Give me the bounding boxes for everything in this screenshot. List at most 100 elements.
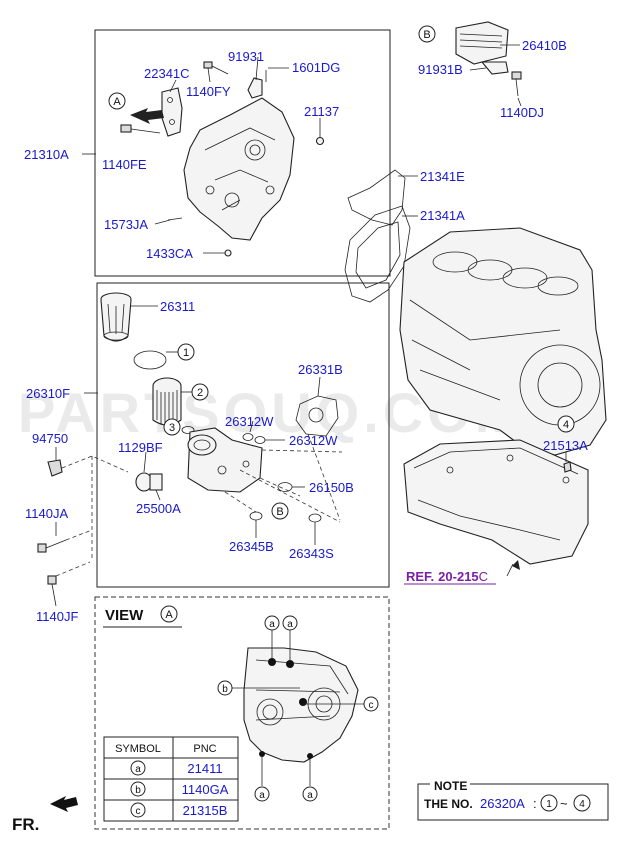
marker-b-mid: B <box>276 506 283 518</box>
timing-cover-drawing <box>183 97 295 241</box>
sensor-91931 <box>247 70 267 99</box>
marker-a-2: a <box>287 619 293 630</box>
label-1140ja[interactable]: 1140JA <box>25 506 68 521</box>
oil-cooler-26410b <box>455 21 522 97</box>
note-from: 1 <box>546 799 552 810</box>
view-title: VIEW <box>105 607 144 624</box>
bolt-1140fe <box>120 124 161 134</box>
o-ring-1 <box>133 350 167 370</box>
marker-b-top: B <box>423 29 430 41</box>
label-91931[interactable]: 91931 <box>228 49 264 64</box>
label-26311[interactable]: 26311 <box>160 299 195 314</box>
label-21137[interactable]: 21137 <box>304 104 339 119</box>
label-94750[interactable]: 94750 <box>32 431 68 446</box>
label-26312w-a[interactable]: 26312W <box>225 414 274 429</box>
symbol-table <box>103 736 239 822</box>
label-1601dg[interactable]: 1601DG <box>292 60 340 75</box>
note-to: 4 <box>579 799 585 810</box>
front-arrow-icon <box>50 796 78 812</box>
label-1573ja[interactable]: 1573JA <box>104 217 148 232</box>
label-26331b[interactable]: 26331B <box>298 362 343 377</box>
label-21341a[interactable]: 21341A <box>420 208 465 223</box>
view-a-box <box>94 596 390 830</box>
marker-b-view: b <box>222 684 228 695</box>
leaders-middle <box>55 392 316 545</box>
front-label: FR. <box>12 815 39 834</box>
label-26312w-b[interactable]: 26312W <box>289 433 338 448</box>
view-direction-arrow <box>130 108 164 124</box>
sensor-94750 <box>47 447 63 477</box>
oil-filter-group-box <box>96 282 390 588</box>
valve-1129bf <box>135 472 163 492</box>
label-26150b[interactable]: 26150B <box>309 480 354 495</box>
label-21513a[interactable]: 21513A <box>543 438 588 453</box>
ref-suffix: C <box>479 569 488 584</box>
engine-block <box>399 227 607 456</box>
gasket-21341e <box>347 169 406 226</box>
leaders-view <box>232 630 364 786</box>
table-row-pnc[interactable]: 21315B <box>183 803 228 818</box>
note-part[interactable]: 26320A <box>480 796 525 811</box>
timing-cover-group-box <box>94 29 391 277</box>
table-row-symbol: a <box>135 764 141 775</box>
filter-housing-25500a <box>187 427 263 493</box>
marker-4: 4 <box>563 419 569 431</box>
pin-1573ja <box>167 217 183 221</box>
label-26343s[interactable]: 26343S <box>289 546 334 561</box>
label-25500a[interactable]: 25500A <box>136 501 181 516</box>
label-21341e[interactable]: 21341E <box>420 169 465 184</box>
label-21310a[interactable]: 21310A <box>24 147 69 162</box>
marker-a-3: a <box>259 790 265 801</box>
plug-21137 <box>315 136 325 146</box>
note-box <box>417 783 609 821</box>
ref-link[interactable]: REF.20-215C <box>406 569 488 584</box>
o-ring-3 <box>181 426 195 434</box>
o-ring-26343s <box>308 513 322 523</box>
o-ring-26312w-a <box>242 433 254 441</box>
marker-1: 1 <box>183 347 189 359</box>
bolt-1140ja <box>37 539 67 553</box>
leaders-top <box>82 56 321 254</box>
marker-3: 3 <box>169 422 175 434</box>
assembly-dashed-lines <box>55 433 343 577</box>
table-row-symbol: b <box>135 785 141 796</box>
table-row-symbol: c <box>136 806 141 817</box>
marker-a-top: A <box>113 96 121 108</box>
label-1140dj[interactable]: 1140DJ <box>500 105 544 120</box>
marker-2: 2 <box>197 387 203 399</box>
note-prefix: THE NO. <box>424 797 473 811</box>
table-header-symbol: SYMBOL <box>115 743 161 755</box>
marker-c-view: c <box>369 700 374 711</box>
marker-a-4: a <box>307 790 313 801</box>
gasket-26331b <box>295 395 339 437</box>
o-ring-26345b <box>249 511 263 521</box>
label-1433ca[interactable]: 1433CA <box>146 246 193 261</box>
marker-a-view: A <box>165 609 173 621</box>
bolt-1140fy <box>203 61 213 83</box>
drain-plug-21513a <box>563 461 572 473</box>
plug-1433ca <box>224 249 232 257</box>
label-1140fy[interactable]: 1140FY <box>186 84 231 99</box>
marker-a-1: a <box>269 619 275 630</box>
note-tilde: ~ <box>560 796 568 811</box>
note-title: NOTE <box>434 779 467 793</box>
table-row-pnc[interactable]: 1140GA <box>182 782 229 797</box>
markers <box>108 25 591 818</box>
part-labels: 26410B 91931B 1140DJ 91931 1601DG 22341C… <box>24 38 588 624</box>
label-26345b[interactable]: 26345B <box>229 539 274 554</box>
label-26310f[interactable]: 26310F <box>26 386 70 401</box>
label-22341c[interactable]: 22341C <box>144 66 190 81</box>
filter-element-2 <box>152 377 182 426</box>
label-91931b[interactable]: 91931B <box>418 62 463 77</box>
ref-prefix: REF. <box>406 569 434 584</box>
note-colon: : <box>533 796 537 811</box>
label-1140jf[interactable]: 1140JF <box>36 609 78 624</box>
gasket-21341a <box>344 205 411 303</box>
oil-pan <box>403 439 589 565</box>
label-1140fe[interactable]: 1140FE <box>102 157 147 172</box>
bracket-22341c <box>161 87 183 137</box>
label-1129bf[interactable]: 1129BF <box>118 440 163 455</box>
table-row-pnc[interactable]: 21411 <box>187 761 222 776</box>
label-26410b[interactable]: 26410B <box>522 38 567 53</box>
